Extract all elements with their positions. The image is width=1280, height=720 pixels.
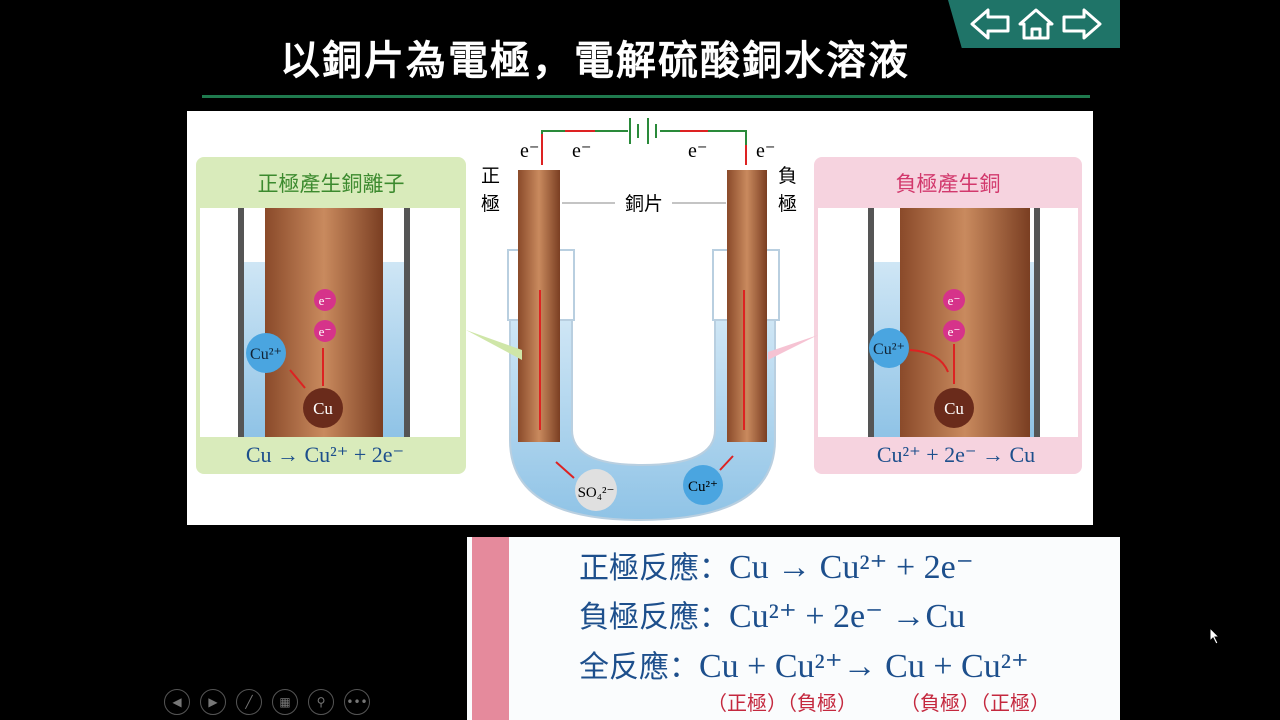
electron-label: e⁻ xyxy=(948,324,961,339)
battery-icon xyxy=(629,118,657,144)
slide-title: 以銅片為電極，電解硫酸銅水溶液 xyxy=(280,38,910,84)
mouse-cursor-icon xyxy=(1209,627,1221,645)
arrow-right-icon[interactable] xyxy=(1062,8,1102,40)
slide-navigation xyxy=(948,0,1120,48)
anode-label: 正 xyxy=(481,165,500,187)
cathode-callout: 負極產生銅 e⁻ e⁻ Cu²⁺ Cu Cu²⁺ + 2e⁻ → Cu xyxy=(814,157,1082,474)
anode-reaction: 正極反應：Cu → Cu²⁺ + 2e⁻ xyxy=(579,549,974,586)
pen-icon[interactable]: ╱ xyxy=(236,689,262,715)
sulfate-label: SO₄²⁻ xyxy=(578,485,615,501)
cathode-callout-title: 負極產生銅 xyxy=(896,172,1001,196)
zoom-icon[interactable]: ⚲ xyxy=(308,689,334,715)
electron-label: e⁻ xyxy=(520,140,539,162)
anode-equation: Cu → Cu²⁺ + 2e⁻ xyxy=(246,442,404,467)
previous-icon[interactable]: ◀ xyxy=(164,689,190,715)
cathode-label: 極 xyxy=(778,193,797,215)
reaction-note: （正極）（負極） xyxy=(707,691,857,715)
anode-callout: 正極產生銅離子 e⁻ e⁻ Cu²⁺ Cu Cu → Cu²⁺ + 2e⁻ xyxy=(196,157,466,474)
home-icon[interactable] xyxy=(1018,8,1054,40)
reaction-panel: 正極反應：Cu → Cu²⁺ + 2e⁻ 負極反應：Cu²⁺ + 2e⁻ →Cu… xyxy=(467,537,1120,720)
cathode-label: 負 xyxy=(778,165,797,187)
anode-callout-title: 正極產生銅離子 xyxy=(258,172,405,196)
presenter-toolbar: ◀ ▶ ╱ ▦ ⚲ ••• xyxy=(164,689,370,715)
electrolysis-diagram: 正極產生銅離子 e⁻ e⁻ Cu²⁺ Cu Cu → Cu²⁺ + 2e⁻ 負極… xyxy=(187,111,1093,525)
atom-label: Cu xyxy=(944,399,964,418)
reaction-note: （負極）（正極） xyxy=(900,691,1050,715)
electron-label: e⁻ xyxy=(572,140,591,162)
electron-label: e⁻ xyxy=(948,293,961,308)
cathode-equation: Cu²⁺ + 2e⁻ → Cu xyxy=(877,442,1035,467)
electron-label: e⁻ xyxy=(688,140,707,162)
more-icon[interactable]: ••• xyxy=(344,689,370,715)
copper-ion-label: Cu²⁺ xyxy=(688,479,718,495)
overall-reaction: 全反應：Cu + Cu²⁺→ Cu + Cu²⁺ xyxy=(579,648,1029,685)
cathode-electrode xyxy=(727,170,767,442)
arrow-left-icon[interactable] xyxy=(970,8,1010,40)
ion-label: Cu²⁺ xyxy=(873,341,905,358)
electron-label: e⁻ xyxy=(319,324,332,339)
title-divider xyxy=(202,95,1090,98)
slides-icon[interactable]: ▦ xyxy=(272,689,298,715)
panel-accent-strip xyxy=(472,537,509,720)
electron-label: e⁻ xyxy=(319,293,332,308)
electron-label: e⁻ xyxy=(756,140,775,162)
anode-label: 極 xyxy=(481,193,500,215)
next-icon[interactable]: ▶ xyxy=(200,689,226,715)
atom-label: Cu xyxy=(313,399,333,418)
electrode-label: 銅片 xyxy=(625,193,663,215)
cathode-reaction: 負極反應：Cu²⁺ + 2e⁻ →Cu xyxy=(579,598,966,635)
ion-label: Cu²⁺ xyxy=(250,346,282,363)
